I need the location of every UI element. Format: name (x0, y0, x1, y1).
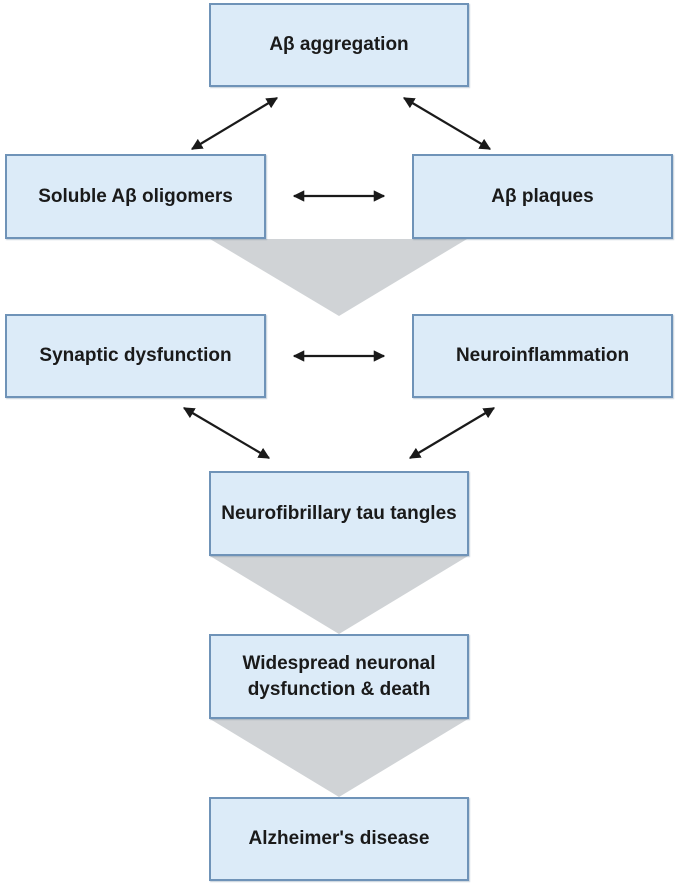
node-abeta-plaques: Aβ plaques (412, 154, 673, 239)
node-neuroinflammation: Neuroinflammation (412, 314, 673, 398)
arrow-aggregation-oligomers (191, 97, 278, 150)
node-label: Widespread neuronal dysfunction & death (242, 652, 436, 700)
funnel-amyloid-to-dysfunction (210, 239, 467, 316)
arrow-synaptic-tau (183, 407, 270, 459)
node-soluble-abeta-oligomers: Soluble Aβ oligomers (5, 154, 266, 239)
node-widespread-neuronal-dysfunction: Widespread neuronal dysfunction & death (209, 634, 469, 719)
node-label: Aβ aggregation (269, 34, 409, 55)
funnel-tau-to-widespread (210, 556, 468, 634)
node-alzheimers-disease: Alzheimer's disease (209, 797, 469, 881)
node-label: Neuroinflammation (455, 345, 630, 366)
node-label: Synaptic dysfunction (39, 345, 232, 366)
node-label: Aβ plaques (491, 185, 594, 207)
node-abeta-aggregation: Aβ aggregation (209, 3, 469, 87)
node-label: Neurofibrillary tau tangles (221, 502, 457, 524)
node-label: Soluble Aβ oligomers (38, 185, 233, 207)
arrow-neuroinflammation-tau (409, 407, 495, 459)
node-label: Alzheimer's disease (248, 828, 430, 849)
funnel-widespread-to-alzheimers (210, 719, 468, 797)
node-synaptic-dysfunction: Synaptic dysfunction (5, 314, 266, 398)
node-neurofibrillary-tau-tangles: Neurofibrillary tau tangles (209, 471, 469, 556)
arrow-aggregation-plaques (403, 97, 491, 150)
